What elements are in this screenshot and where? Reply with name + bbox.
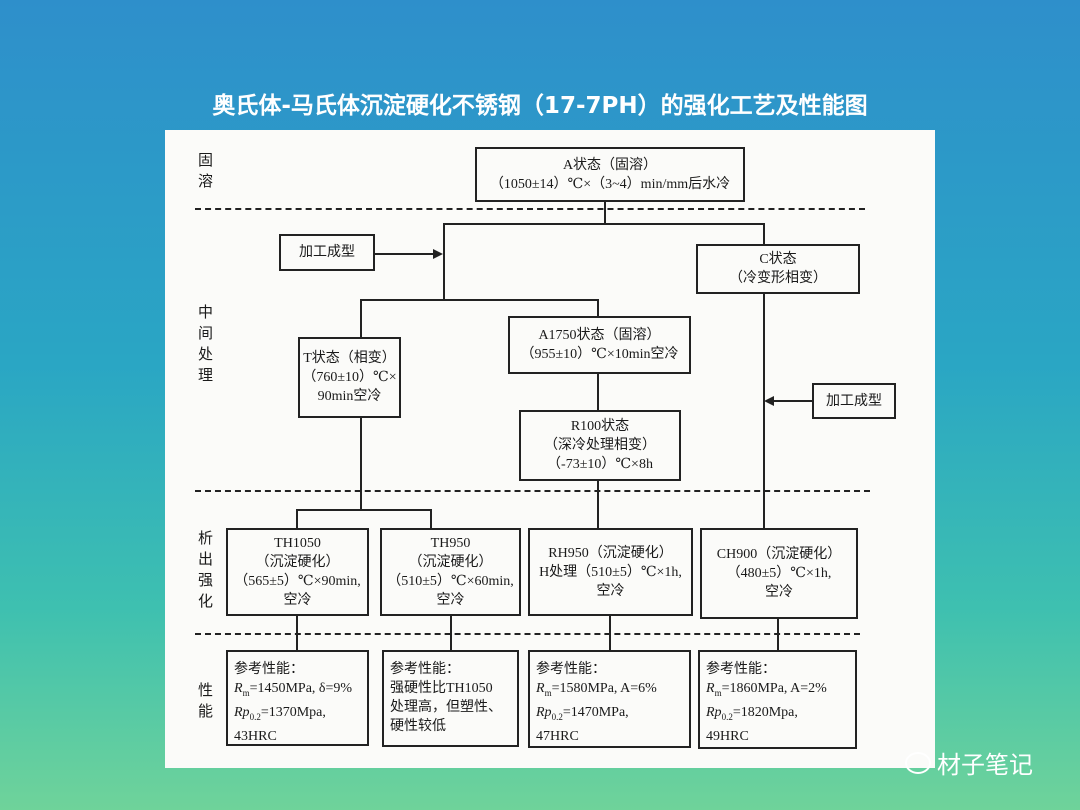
box-a-state: A状态（固溶）（1050±14）℃×（3~4）min/mm后水冷: [475, 147, 745, 202]
separator: [195, 208, 865, 210]
stage-label-solution: 固溶: [198, 151, 214, 190]
props-ch900: 参考性能： Rm=1860MPa, A=2% Rp0.2=1820Mpa, 49…: [698, 650, 857, 749]
connector: [443, 223, 445, 301]
box-forming-left: 加工成型: [279, 234, 375, 271]
separator: [195, 490, 870, 492]
connector: [443, 223, 765, 225]
slide-title: 奥氏体-马氏体沉淀硬化不锈钢（17-7PH）的强化工艺及性能图: [212, 93, 868, 119]
connector: [296, 509, 298, 529]
watermark-text: 材子笔记: [937, 751, 1033, 779]
connector: [763, 292, 765, 529]
box-rh950: RH950（沉淀硬化）H处理（510±5）℃×1h,空冷: [528, 528, 693, 616]
connector: [763, 223, 765, 245]
props-th1050: 参考性能： Rm=1450MPa, δ=9% Rp0.2=1370Mpa, 43…: [226, 650, 369, 746]
box-th1050: TH1050（沉淀硬化）（565±5）℃×90min,空冷: [226, 528, 369, 616]
connector: [430, 509, 432, 529]
stage-label-properties: 性能: [198, 681, 214, 720]
connector: [374, 253, 434, 255]
stage-label-intermediate: 中间处理: [198, 303, 214, 384]
connector: [597, 372, 599, 411]
connector: [360, 416, 362, 511]
arrow-right-icon: [433, 249, 443, 259]
box-th950: TH950（沉淀硬化）（510±5）℃×60min,空冷: [380, 528, 521, 616]
connector: [296, 614, 298, 651]
connector: [597, 299, 599, 317]
separator: [195, 633, 860, 635]
connector: [597, 479, 599, 529]
watermark: 材子笔记: [905, 745, 1033, 780]
connector: [360, 299, 599, 301]
connector: [604, 200, 606, 225]
stage-label-precipitation: 析出强化: [198, 529, 214, 610]
box-ch900: CH900（沉淀硬化）（480±5）℃×1h,空冷: [700, 528, 858, 619]
connector: [609, 614, 611, 651]
connector: [296, 509, 432, 511]
wechat-icon: [905, 751, 931, 774]
connector: [773, 400, 813, 402]
connector: [450, 614, 452, 651]
connector: [360, 299, 362, 338]
box-forming-right: 加工成型: [812, 383, 896, 419]
box-a1750-state: A1750状态（固溶）（955±10）℃×10min空冷: [508, 316, 691, 374]
box-c-state: C状态（冷变形相变）: [696, 244, 860, 294]
box-r100-state: R100状态（深冷处理相变）（-73±10）℃×8h: [519, 410, 681, 481]
connector: [777, 617, 779, 651]
arrow-left-icon: [764, 396, 774, 406]
props-rh950: 参考性能： Rm=1580MPa, A=6% Rp0.2=1470MPa, 47…: [528, 650, 691, 748]
box-t-state: T状态（相变）（760±10）℃×90min空冷: [298, 337, 401, 418]
